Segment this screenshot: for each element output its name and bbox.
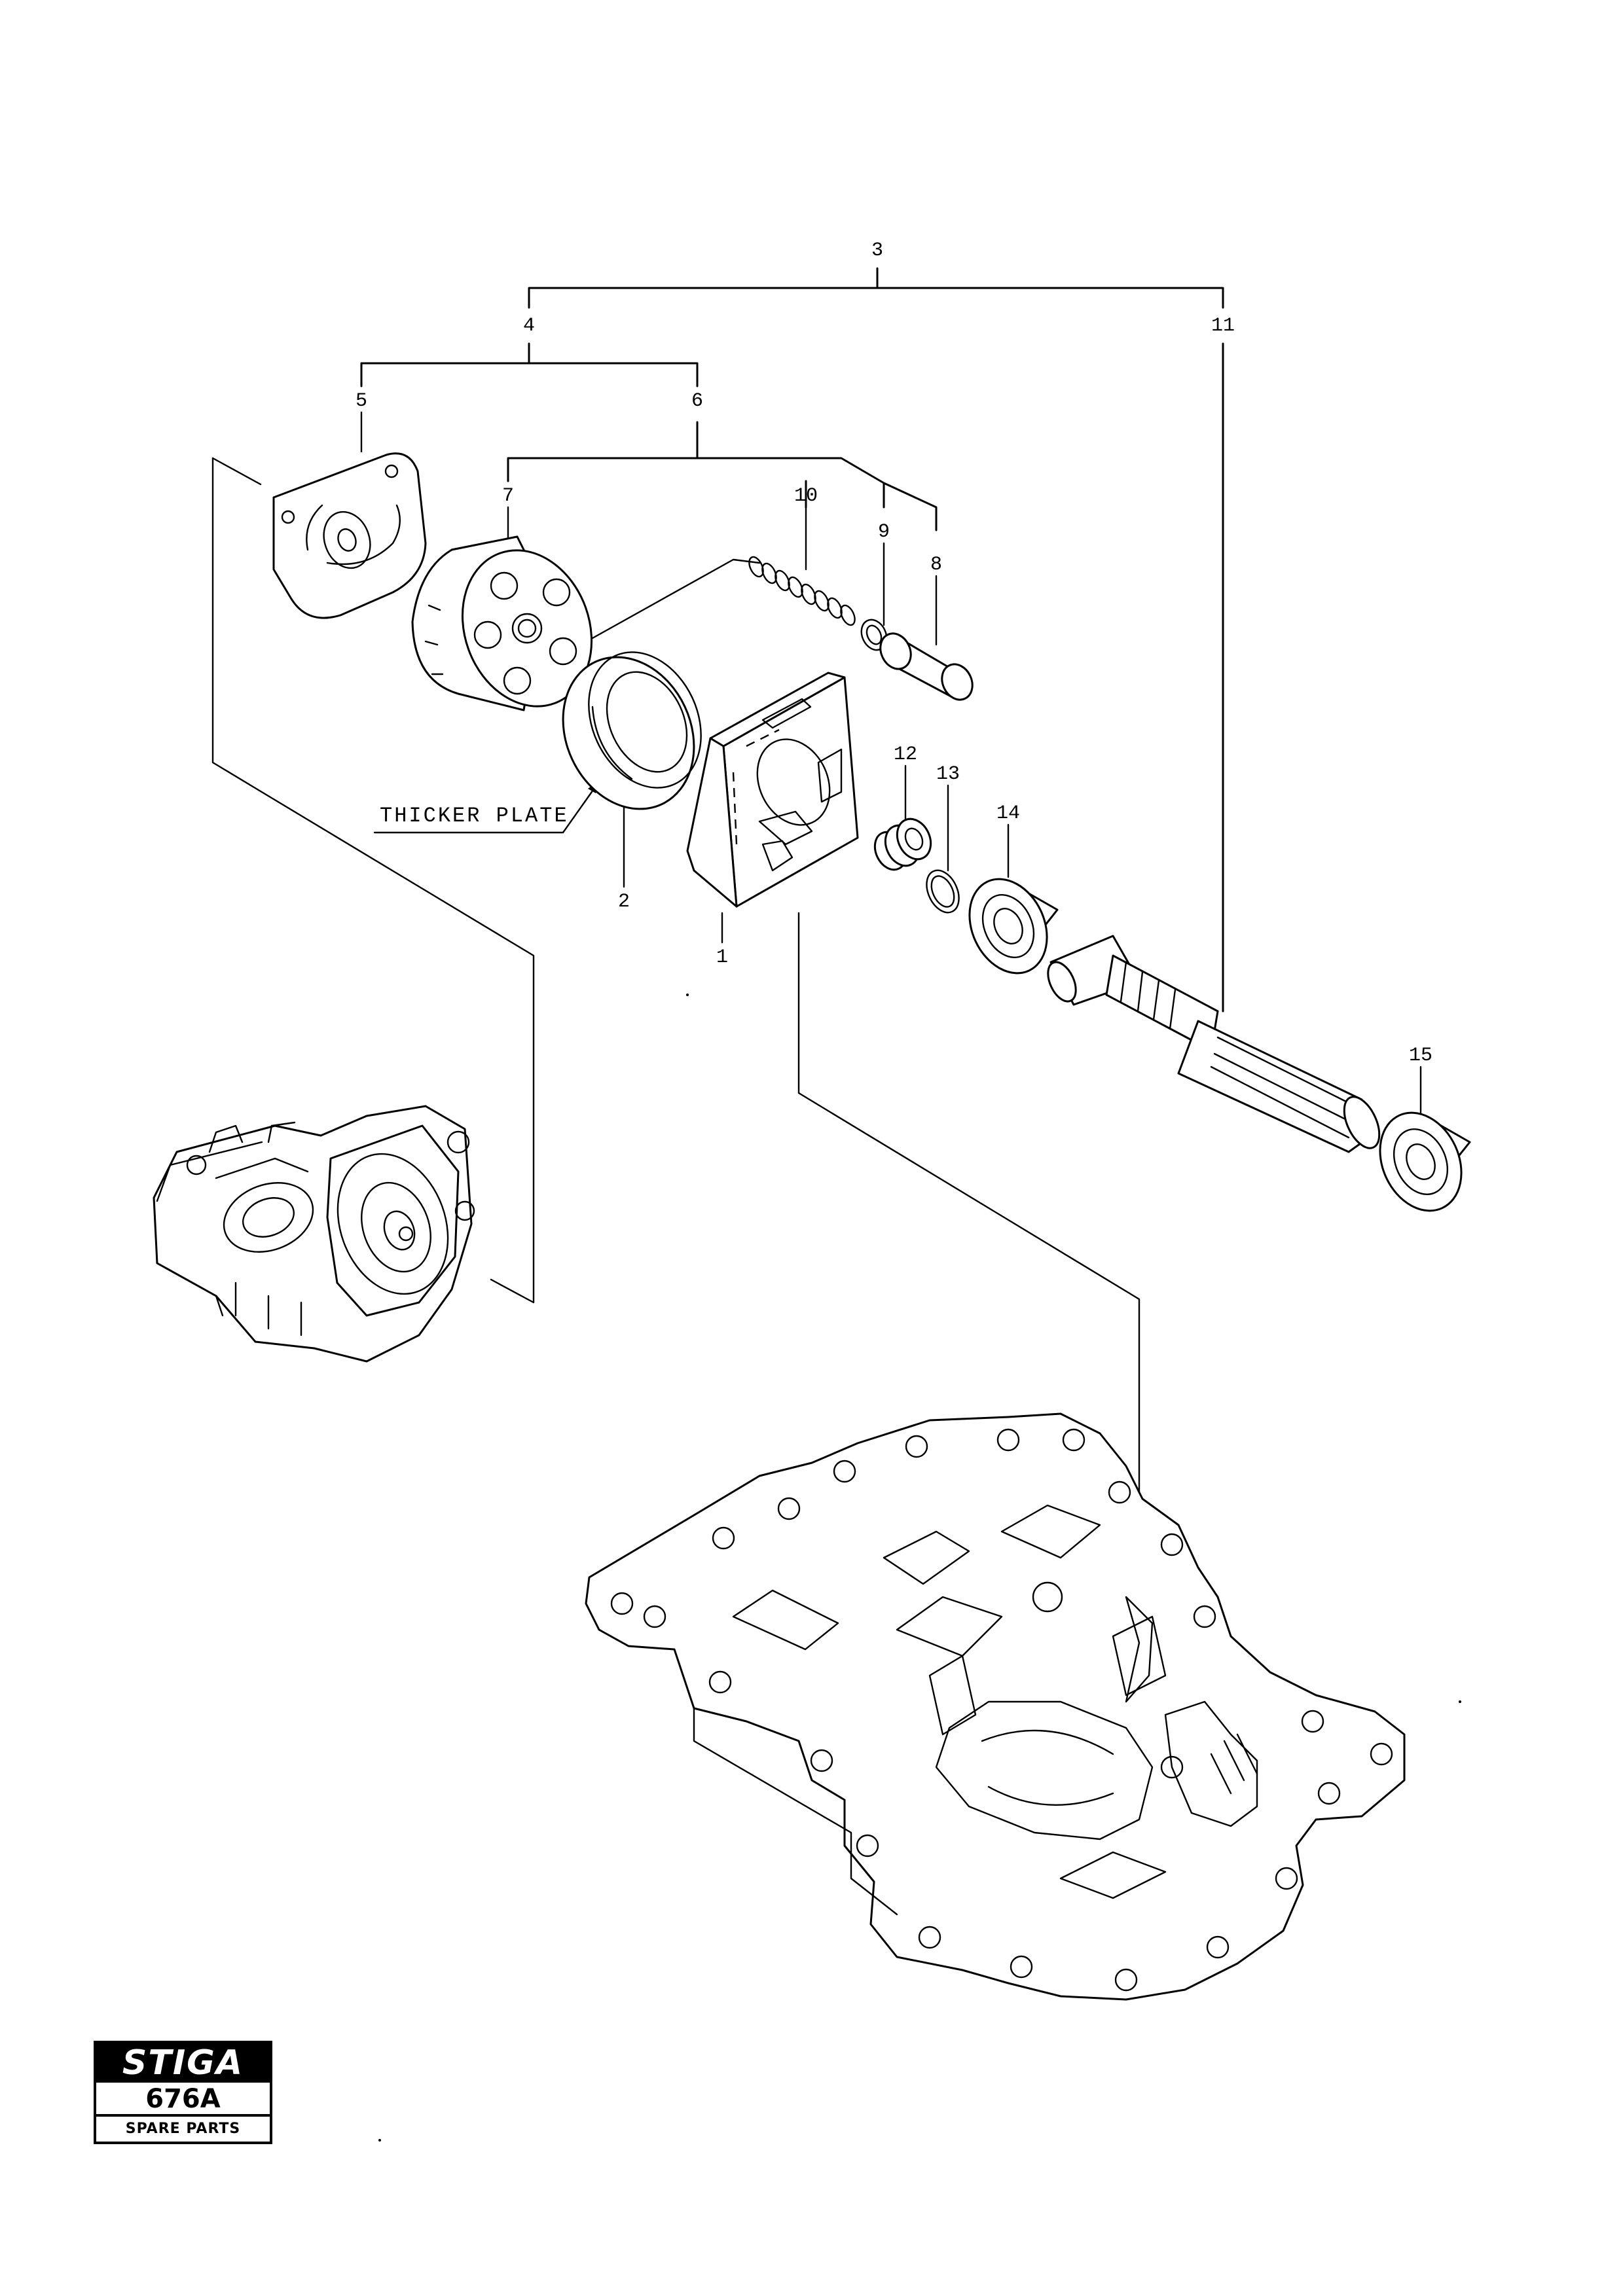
callout-6: 6 [691, 390, 703, 412]
thicker-plate-note: THICKER PLATE [373, 778, 602, 834]
callout-3: 3 [871, 240, 883, 262]
thicker-plate-label: THICKER PLATE [380, 804, 569, 828]
assembly-guide-lines [211, 457, 1140, 1520]
part-12-collar [873, 817, 932, 871]
scan-specks [378, 994, 1461, 2142]
part-5-end-plate [272, 452, 427, 619]
callout-5: 5 [356, 390, 367, 412]
callout-11: 11 [1211, 315, 1235, 337]
part-1-center-block [686, 672, 859, 908]
part-14-bearing [968, 878, 1059, 975]
callout-2: 2 [618, 891, 630, 913]
part-11-shaft [1047, 935, 1381, 1153]
catalog-code: 676A [96, 2083, 270, 2117]
callout-15: 15 [1409, 1045, 1432, 1067]
stiga-badge: STIGA 676A SPARE PARTS [94, 2041, 272, 2144]
callout-9: 9 [878, 521, 890, 543]
callout-labels: 3 4 11 5 6 7 10 9 8 12 13 14 2 1 15 [356, 240, 1432, 1067]
callout-7: 7 [502, 485, 514, 507]
callout-10: 10 [794, 485, 818, 507]
callout-14: 14 [996, 802, 1020, 825]
spare-parts-label: SPARE PARTS [125, 2121, 241, 2137]
part-10-spring [748, 556, 856, 626]
part-7-cylinder-block [411, 535, 593, 711]
callout-12: 12 [894, 744, 917, 766]
leader-lines [360, 411, 1422, 1127]
assembly-brackets [360, 267, 1224, 1013]
part-2-thrust-ring [562, 651, 702, 810]
callout-4: 4 [523, 315, 535, 337]
callout-13: 13 [936, 763, 960, 785]
part-13-snap-ring [926, 869, 960, 914]
stiga-logo: STIGA [96, 2043, 270, 2083]
pump-housing [153, 1105, 475, 1363]
transmission-housing [585, 1412, 1406, 2001]
part-15-bearing [1379, 1111, 1471, 1212]
callout-8: 8 [930, 554, 942, 576]
callout-1: 1 [716, 946, 728, 969]
part-8-plunger [879, 632, 974, 701]
